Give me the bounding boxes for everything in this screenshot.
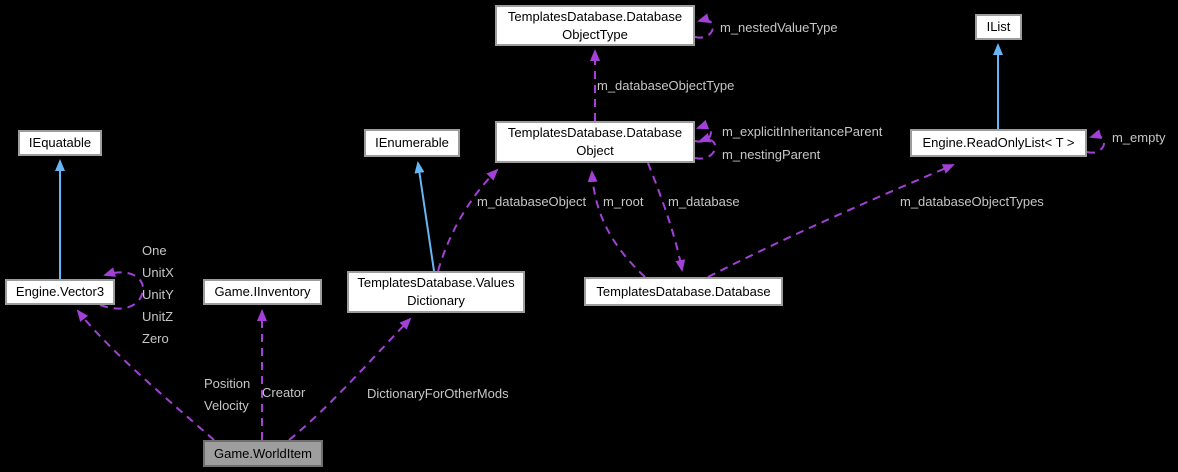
edge-label-m-databaseobjecttype: m_databaseObjectType [597,78,735,93]
edge-label-m-nestingparent: m_nestingParent [722,147,821,162]
node-templatesdatabase-valuesdictionary[interactable]: TemplatesDatabase.Values Dictionary [347,271,525,313]
edge-label-m-database: m_database [668,194,740,209]
node-templatesdatabase-databaseobject[interactable]: TemplatesDatabase.Database Object [495,121,695,163]
edge-label-m-empty: m_empty [1112,130,1166,145]
node-templatesdatabase-databaseobjecttype[interactable]: TemplatesDatabase.Database ObjectType [495,5,695,46]
node-game-worlditem-current: Game.WorldItem [203,440,323,467]
edge-use-position-velocity [76,309,215,441]
edge-label-m-explicitinheritanceparent: m_explicitInheritanceParent [722,124,883,139]
edge-use-database [647,162,686,272]
edge-inherit-valuesdictionary-ienumerable [414,161,435,272]
edge-label-creator: Creator [262,385,306,400]
node-engine-readonlylist[interactable]: Engine.ReadOnlyList< T > [910,129,1087,157]
edge-label-m-databaseobjecttypes: m_databaseObjectTypes [900,194,1044,209]
node-iequatable[interactable]: IEquatable [18,130,102,156]
edge-use-dictionaryforothermods [288,317,412,441]
edge-label-position-velocity: Position Velocity [204,376,251,413]
edge-use-databaseobject [437,168,499,272]
node-ienumerable[interactable]: IEnumerable [364,129,460,157]
edge-loop-empty [1086,129,1106,154]
node-engine-vector3[interactable]: Engine.Vector3 [5,279,115,305]
edge-use-databaseobjecttypes [707,164,955,278]
edge-loop-nestingparent [694,133,717,160]
node-game-iinventory[interactable]: Game.IInventory [203,279,322,305]
edge-label-m-nestedvaluetype: m_nestedValueType [720,20,838,35]
edge-label-vector3-statics: One UnitX UnitY UnitZ Zero [142,243,174,346]
edge-loop-nestedvaluetype [694,13,714,39]
node-templatesdatabase-database[interactable]: TemplatesDatabase.Database [584,277,783,306]
edge-label-m-databaseobject: m_databaseObject [477,194,587,209]
node-ilist[interactable]: IList [975,14,1022,40]
edge-label-dictionaryforothermods: DictionaryForOtherMods [367,386,509,401]
edge-label-m-root: m_root [603,194,644,209]
edge-use-root [587,170,646,278]
